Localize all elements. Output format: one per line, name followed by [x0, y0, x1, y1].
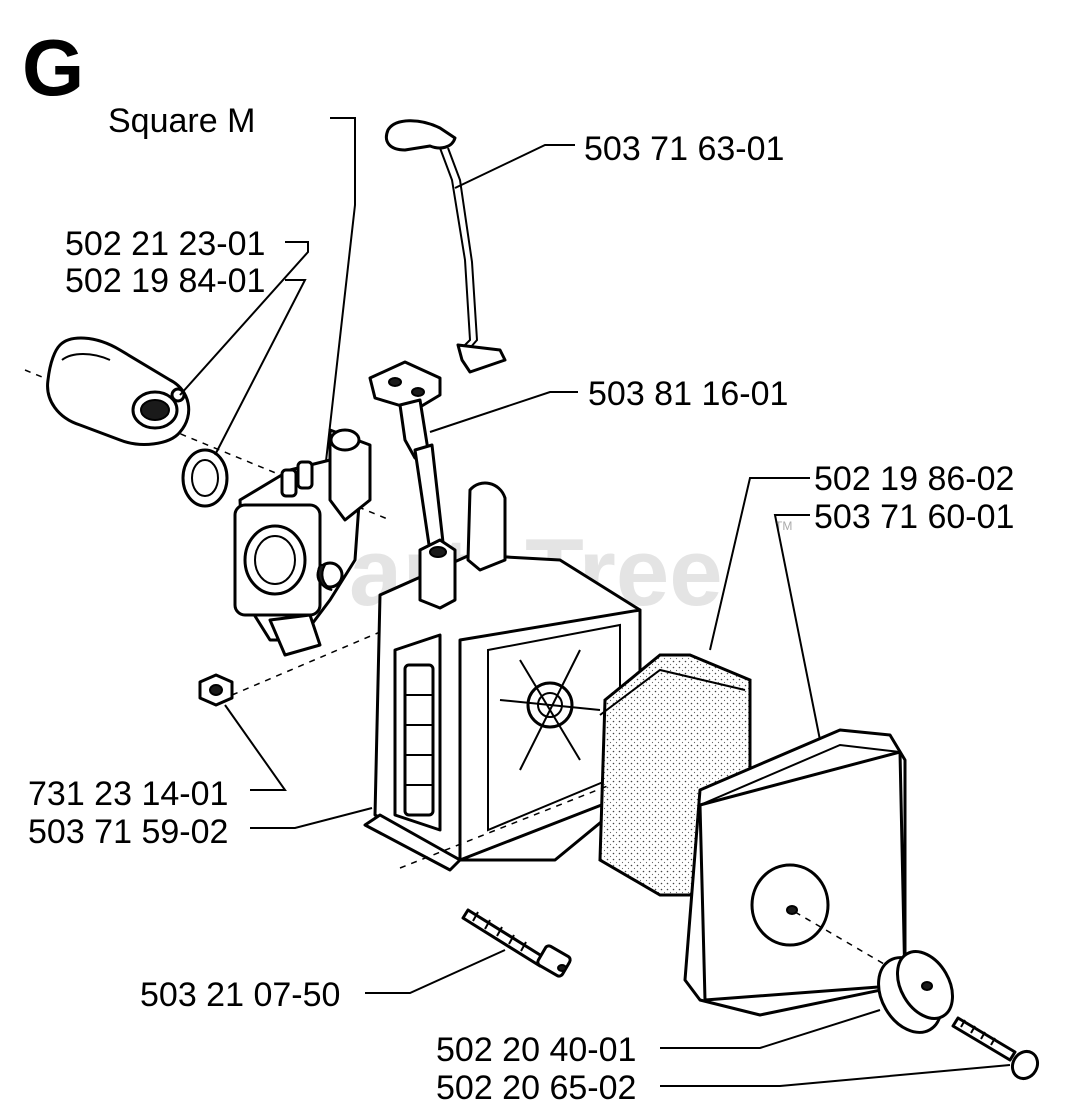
pn-throttle-rod: 503 81 16-01: [588, 375, 788, 413]
part-nut: [198, 673, 234, 707]
part-cover-knob: [877, 950, 954, 1034]
leader-gasket: [214, 279, 307, 456]
leader-cover-knob: [660, 1009, 881, 1049]
axis-cover: [399, 784, 611, 869]
sub-label: Square M: [108, 102, 255, 140]
leader-nut: [224, 704, 287, 791]
part-knob-screw: [951, 1016, 1040, 1081]
pn-gasket: 502 19 84-01: [65, 262, 265, 300]
part-throttle-rod: [368, 360, 447, 567]
pn-choke-rod: 503 71 63-01: [584, 130, 784, 168]
pn-filter-cover: 503 71 60-01: [814, 498, 1014, 536]
part-filter-housing: [363, 481, 642, 872]
pn-filter-housing: 503 71 59-02: [28, 813, 228, 851]
leader-filter-cover: [773, 514, 821, 741]
pn-cover-knob: 502 20 40-01: [436, 1031, 636, 1069]
part-intake-adapter: [46, 336, 191, 446]
part-choke-rod: [384, 119, 507, 374]
pn-knob-screw: 502 20 65-02: [436, 1069, 636, 1107]
leader-choke-rod: [454, 144, 575, 189]
part-carburetor: [233, 428, 372, 657]
leader-intake-adapter: [179, 241, 309, 396]
part-housing-screw: [461, 908, 572, 978]
leader-housing-screw: [365, 949, 506, 994]
pn-intake-adapter: 502 21 23-01: [65, 225, 265, 263]
part-gasket: [181, 448, 229, 508]
leader-square-m: [324, 117, 356, 471]
section-letter: G: [22, 23, 84, 112]
pn-housing-screw: 503 21 07-50: [140, 976, 340, 1014]
leader-throttle-rod: [429, 391, 578, 433]
watermark-tm: TM: [775, 519, 792, 533]
leader-knob-screw: [660, 1064, 1011, 1087]
pn-nut: 731 23 14-01: [28, 775, 228, 813]
axis-nut: [231, 631, 381, 696]
leader-filter-housing: [250, 807, 373, 829]
leader-filter-foam: [709, 477, 810, 651]
pn-filter-foam: 502 19 86-02: [814, 460, 1014, 498]
